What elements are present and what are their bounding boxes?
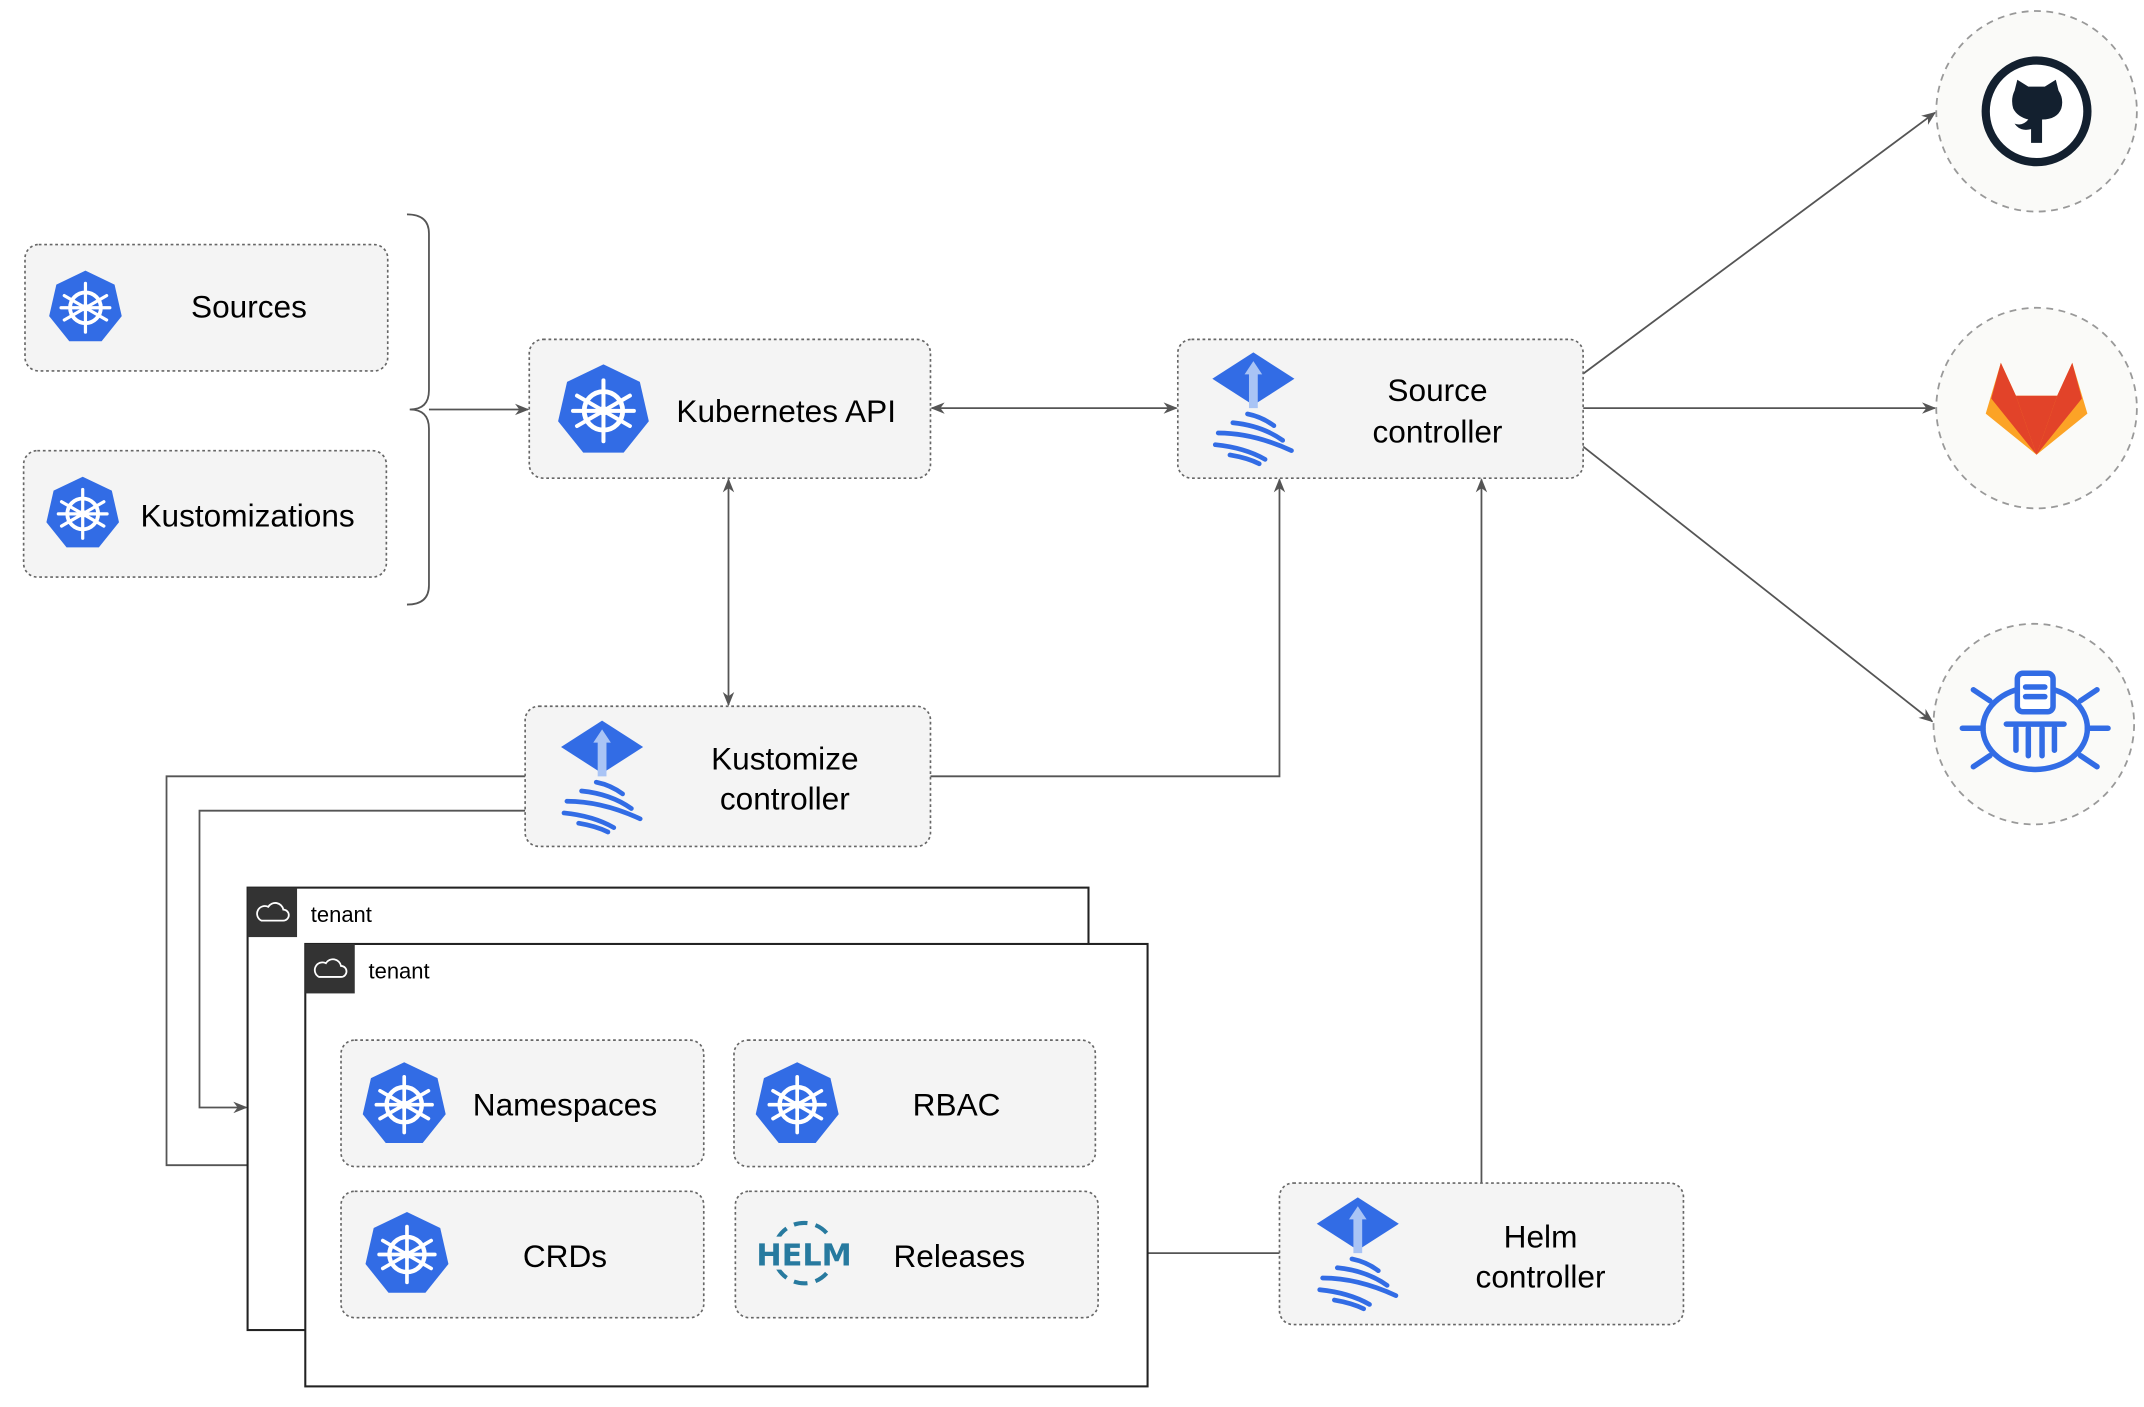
node-namespaces[interactable]: Namespaces <box>340 1039 705 1168</box>
edge-source-github <box>1582 111 1937 375</box>
gitlab-node[interactable] <box>1935 306 2138 510</box>
node-kustomize-controller[interactable]: Kustomize controller <box>524 705 932 848</box>
svg-text:Kustomize: Kustomize <box>711 740 858 776</box>
svg-text:Helm: Helm <box>1504 1219 1578 1255</box>
node-crds[interactable]: CRDs <box>340 1190 705 1319</box>
svg-text:Kubernetes API: Kubernetes API <box>676 393 896 429</box>
edges <box>165 111 1937 1259</box>
svg-text:RBAC: RBAC <box>913 1087 1001 1123</box>
svg-text:controller: controller <box>1373 413 1503 449</box>
svg-text:Releases: Releases <box>893 1238 1025 1274</box>
node-sources[interactable]: Sources <box>24 243 389 372</box>
svg-text:Kustomizations: Kustomizations <box>140 497 354 533</box>
gitlab-icon <box>1985 362 2088 455</box>
node-kustomizations[interactable]: Kustomizations <box>22 449 388 578</box>
node-source-controller[interactable]: Source controller <box>1176 338 1584 479</box>
github-icon <box>1981 56 2092 167</box>
node-releases[interactable]: HELM Releases <box>734 1190 1099 1319</box>
svg-text:controller: controller <box>720 780 850 816</box>
bucket-node[interactable] <box>1932 622 2136 826</box>
bucket-icon <box>1959 670 2111 773</box>
svg-text:Sources: Sources <box>191 288 307 324</box>
svg-text:Source: Source <box>1387 372 1487 408</box>
edge-kustomize-source <box>930 478 1286 778</box>
svg-text:HELM: HELM <box>756 1238 851 1273</box>
node-rbac[interactable]: RBAC <box>733 1039 1097 1168</box>
svg-text:tenant: tenant <box>369 958 430 983</box>
edge-source-bucket <box>1582 445 1934 723</box>
svg-text:Namespaces: Namespaces <box>473 1087 657 1123</box>
node-kubernetes-api[interactable]: Kubernetes API <box>528 338 932 479</box>
helm-icon: HELM <box>756 1220 852 1286</box>
svg-text:CRDs: CRDs <box>523 1238 607 1274</box>
svg-text:controller: controller <box>1476 1258 1606 1294</box>
node-helm-controller[interactable]: Helm controller <box>1278 1182 1685 1326</box>
svg-text:tenant: tenant <box>311 902 372 927</box>
cloud-icon <box>313 958 348 978</box>
edge-kustomize-tenant2 <box>165 775 526 1171</box>
edge-kustomize-tenant1 <box>198 809 526 1114</box>
grouping-bracket <box>406 213 430 606</box>
cloud-icon <box>256 902 290 922</box>
github-node[interactable] <box>1935 10 2138 213</box>
